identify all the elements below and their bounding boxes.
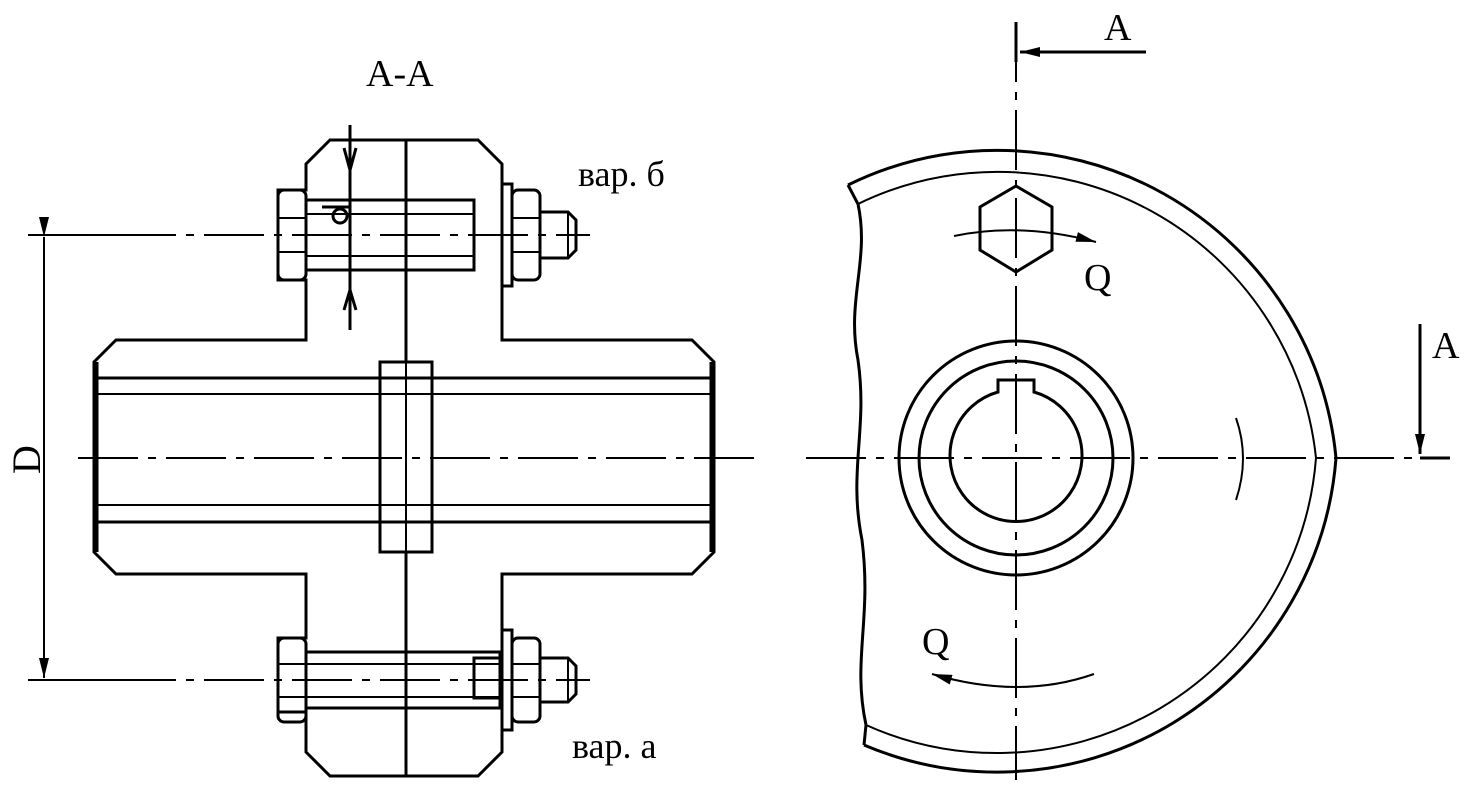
bolt-variant-b [276, 125, 578, 330]
shaft-keyway [948, 378, 1084, 523]
force-label-bottom: Q [922, 621, 949, 663]
section-view [28, 125, 760, 778]
section-arrow-top [1014, 22, 1146, 62]
section-mark-right: А [1432, 325, 1460, 367]
section-arrow-right [1415, 324, 1450, 460]
dimension-d [28, 217, 160, 681]
variant-b-label: вар. б [578, 154, 665, 194]
shaft-bore [97, 378, 711, 522]
dimension-d-label: D [4, 445, 49, 474]
flange-outline [847, 148, 1338, 774]
force-label-top: Q [1084, 257, 1111, 299]
end-view [806, 22, 1450, 780]
section-mark-top: А [1104, 7, 1132, 49]
section-title: А-А [366, 53, 434, 95]
variant-a-label: вар. а [572, 726, 657, 766]
